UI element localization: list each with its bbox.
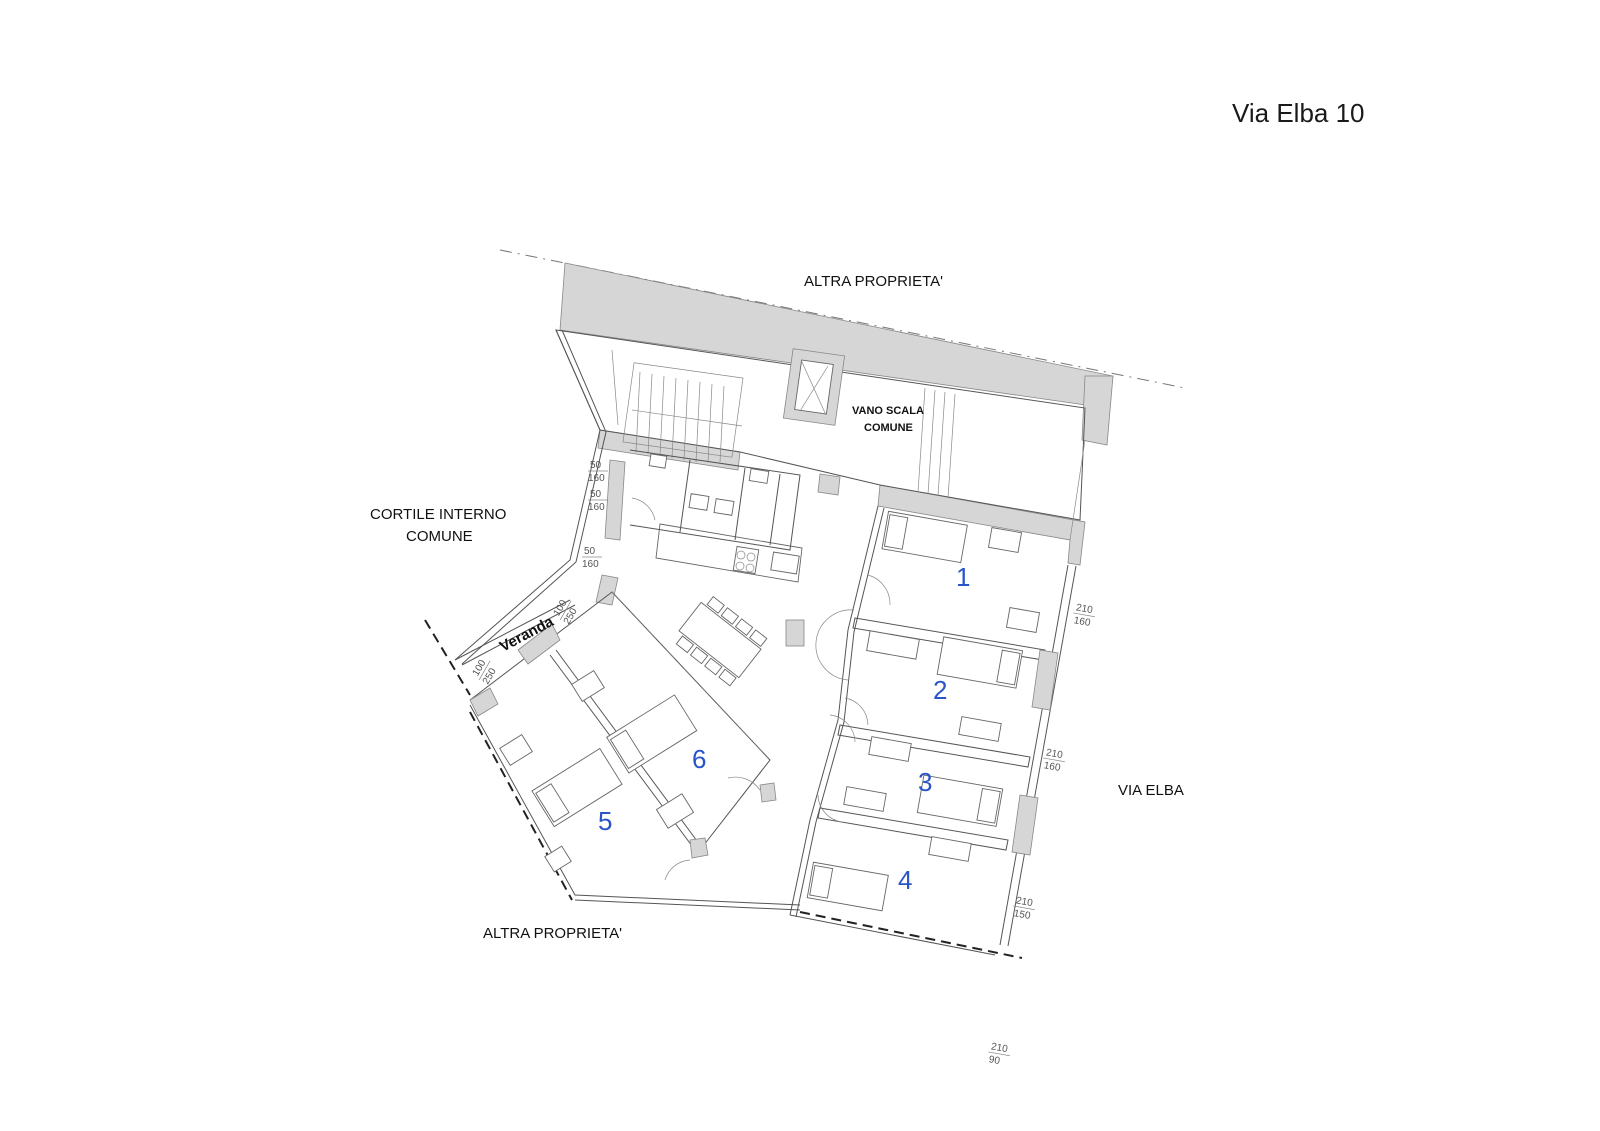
wall-column xyxy=(689,837,709,859)
doors xyxy=(631,497,891,881)
wall-room6-living xyxy=(611,591,771,761)
desk-room1 xyxy=(987,527,1023,553)
dimension-label: 50 160 xyxy=(588,460,608,484)
column xyxy=(785,619,805,647)
svg-text:50: 50 xyxy=(590,460,602,471)
label-stair-line1: VANO SCALA xyxy=(852,405,924,417)
desk-room5 xyxy=(499,734,533,766)
room-number-6: 6 xyxy=(692,744,706,774)
label-street: VIA ELBA xyxy=(1118,782,1184,799)
burner xyxy=(735,561,745,571)
courtyard-facade-inner xyxy=(461,329,607,665)
label-courtyard-line2: COMUNE xyxy=(406,528,473,545)
wall-column xyxy=(604,459,626,541)
desk-room6 xyxy=(571,670,605,702)
label-top-property: ALTRA PROPRIETA' xyxy=(804,273,943,290)
veranda-glazing xyxy=(454,599,571,661)
desk-room3b xyxy=(843,786,887,812)
facade-via-elba-outer xyxy=(1007,565,1077,947)
burner xyxy=(736,550,746,560)
right-top-wall xyxy=(1081,375,1114,446)
elevator-cross xyxy=(799,365,829,412)
dining-table xyxy=(675,596,768,687)
dimension-label: 100 250 xyxy=(471,658,499,687)
dimension-label: 50 160 xyxy=(582,546,602,570)
desk-room2 xyxy=(866,630,920,660)
wall-room2-room3 xyxy=(837,724,1031,768)
bottom-right-boundary-line xyxy=(799,911,1023,959)
dimension-label: 100 250 xyxy=(552,598,580,627)
room-number-3: 3 xyxy=(918,767,932,797)
svg-text:210: 210 xyxy=(1015,895,1034,909)
left-boundary-line xyxy=(424,619,471,696)
wall-segment xyxy=(817,473,841,496)
bed-room6 xyxy=(606,694,698,774)
svg-text:160: 160 xyxy=(588,502,605,513)
dimension-label: 50 160 xyxy=(588,489,608,513)
kitchen-sink xyxy=(770,551,800,575)
wall-line xyxy=(1069,439,1086,541)
wall-segment xyxy=(517,623,561,665)
bed-room5 xyxy=(531,747,623,828)
wall-segment xyxy=(469,687,499,717)
veranda-glazing xyxy=(461,604,576,666)
room-number-2: 2 xyxy=(933,675,947,705)
label-stair-line2: COMUNE xyxy=(864,422,913,434)
desk-room4 xyxy=(928,836,972,862)
chair-room5 xyxy=(544,845,572,873)
room-number-5: 5 xyxy=(598,806,612,836)
wall-column xyxy=(595,574,619,606)
facade-pier xyxy=(1011,794,1039,856)
bed-room4 xyxy=(806,861,889,912)
kitchen-counter xyxy=(655,523,803,583)
svg-text:160: 160 xyxy=(582,559,599,570)
courtyard-facade xyxy=(454,329,601,661)
facade-via-elba xyxy=(999,564,1069,946)
svg-text:210: 210 xyxy=(990,1041,1009,1055)
svg-text:150: 150 xyxy=(1013,908,1032,922)
svg-text:210: 210 xyxy=(1075,602,1094,616)
svg-text:50: 50 xyxy=(584,546,596,557)
bottom-wall xyxy=(574,899,801,911)
room-number-4: 4 xyxy=(898,865,912,895)
desk-room1b xyxy=(1005,607,1041,633)
svg-text:160: 160 xyxy=(1073,615,1092,629)
stairs-left xyxy=(622,362,744,463)
facade-pier xyxy=(1031,649,1059,711)
bed-room1 xyxy=(881,510,968,564)
room5-outer-wall xyxy=(469,704,801,906)
desk-room3 xyxy=(868,736,912,762)
svg-text:160: 160 xyxy=(1043,760,1062,774)
page-title: Via Elba 10 xyxy=(1232,98,1365,128)
elevator-cab xyxy=(794,359,834,415)
label-bottom-property: ALTRA PROPRIETA' xyxy=(483,925,622,942)
desk-room2b xyxy=(958,716,1002,742)
top-boundary-line xyxy=(499,249,1186,389)
dimension-label: 210 160 xyxy=(1073,602,1095,629)
bed-room3 xyxy=(916,774,1004,827)
svg-text:50: 50 xyxy=(590,489,602,500)
window-line xyxy=(611,349,619,426)
wall-column xyxy=(759,782,777,803)
svg-text:160: 160 xyxy=(588,473,605,484)
label-courtyard-line1: CORTILE INTERNO xyxy=(370,506,506,523)
svg-text:210: 210 xyxy=(1045,747,1064,761)
dimension-label: 210 160 xyxy=(1043,747,1065,774)
desk-room6b xyxy=(655,793,695,829)
dimension-label: 210 150 xyxy=(1013,895,1035,922)
room-number-1: 1 xyxy=(956,562,970,592)
svg-text:90: 90 xyxy=(988,1054,1001,1067)
bathrooms xyxy=(629,449,801,551)
stairs-right xyxy=(917,387,956,499)
burner xyxy=(746,552,756,562)
room4-bottom-wall xyxy=(789,914,996,956)
corridor-wall-inner xyxy=(795,507,885,918)
dimension-label: 210 90 xyxy=(988,1041,1010,1067)
wall-room3-room4 xyxy=(817,807,1009,851)
corridor-wall xyxy=(789,505,879,916)
bed-room2 xyxy=(936,636,1024,689)
burner xyxy=(745,563,755,573)
